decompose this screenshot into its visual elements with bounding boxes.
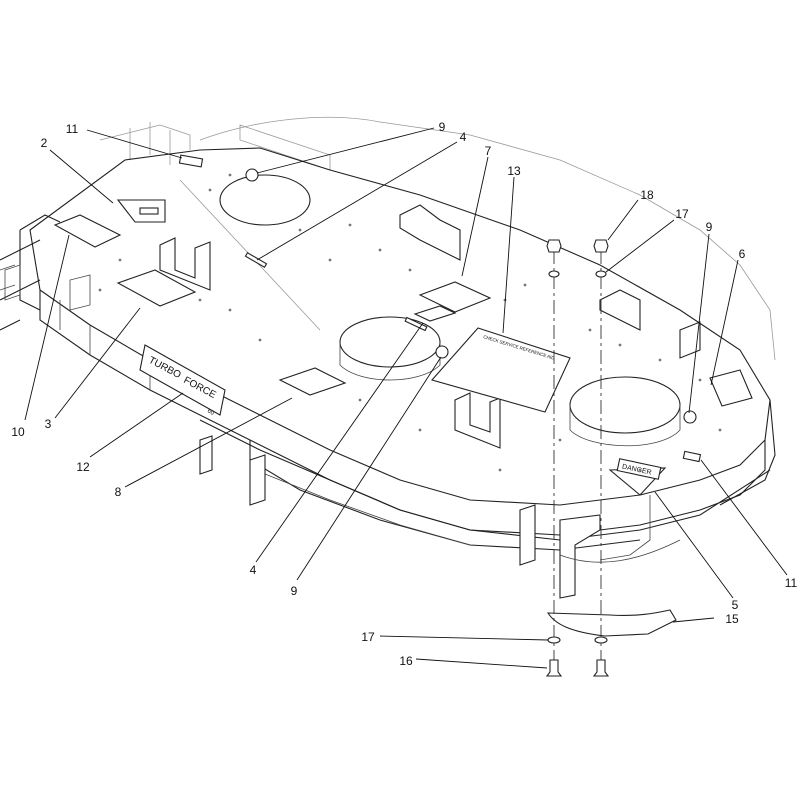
callout-4-top: 4 (460, 130, 467, 144)
blade-openings (219, 174, 681, 447)
callout-6: 6 (739, 247, 746, 261)
callout-8: 8 (115, 485, 122, 499)
callout-7: 7 (485, 144, 492, 158)
callout-10: 10 (11, 425, 25, 439)
holes (98, 173, 722, 472)
callout-12: 12 (76, 460, 90, 474)
callout-16: 16 (399, 654, 413, 668)
leader-lines (24, 127, 788, 669)
callout-3: 3 (45, 417, 52, 431)
callout-18: 18 (640, 188, 654, 202)
callout-17-top: 17 (675, 207, 689, 221)
callout-9-top: 9 (439, 120, 446, 134)
callout-5: 5 (732, 598, 739, 612)
callout-4-bottom: 4 (250, 563, 257, 577)
callout-11-right: 11 (785, 576, 798, 590)
callout-13: 13 (507, 164, 521, 178)
callout-15: 15 (725, 612, 739, 626)
callout-11-top: 11 (66, 122, 79, 136)
decal-size: 60 (206, 408, 215, 417)
callouts: 11 2 9 4 7 13 18 17 9 6 10 3 12 8 4 9 5 … (11, 120, 797, 668)
callout-9-bottom: 9 (291, 584, 298, 598)
callout-2: 2 (41, 136, 48, 150)
callout-17-bottom: 17 (361, 630, 375, 644)
callout-9-right: 9 (706, 220, 713, 234)
mounts (0, 204, 701, 599)
hardware (545, 239, 677, 677)
